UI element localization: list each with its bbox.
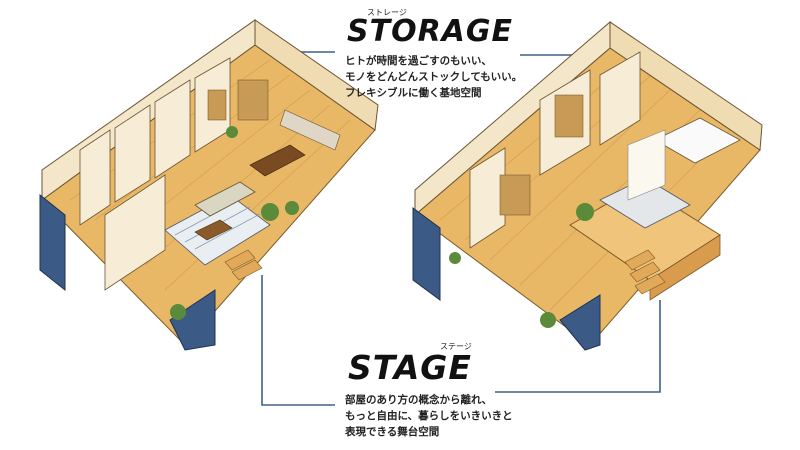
storage-dining-table <box>249 144 306 177</box>
stage-bottom-blue-wall <box>559 294 601 351</box>
stage-desc-line-2: もっと自由に、暮らしをいきいきと <box>345 410 513 422</box>
stage-heading: STAGE <box>348 348 472 387</box>
storage-description: ヒトが時間を過ごすのもいい、 モノをどんどんストックしてもいい。 フレキシブルに… <box>345 53 522 101</box>
storage-desc-line-3: フレキシブルに働く基地空間 <box>345 87 482 99</box>
storage-heading: STORAGE <box>347 14 514 49</box>
stage-ruby: ステージ <box>440 342 472 351</box>
storage-right-wall <box>254 19 379 131</box>
storage-ruby: ストレージ <box>367 8 407 17</box>
stage-front-blue-wall <box>412 207 441 301</box>
storage-sofa <box>194 181 256 217</box>
stage-curtain <box>627 129 666 201</box>
storage-coffee-table <box>194 219 233 241</box>
stage-right-wall <box>609 21 763 151</box>
stage-description: 部屋のあり方の概念から離れ、 もっと自由に、暮らしをいきいきと 表現できる舞台空… <box>345 392 513 440</box>
stage-desc-line-3: 表現できる舞台空間 <box>345 426 440 438</box>
stage-house-illustration <box>412 20 763 351</box>
stage-desc-line-1: 部屋のあり方の概念から離れ、 <box>345 394 493 406</box>
stage-bed <box>654 117 741 164</box>
stage-connector-left <box>261 275 335 406</box>
stage-connector-right <box>495 300 661 393</box>
storage-kitchen-counter <box>279 109 341 151</box>
storage-front-blue-wall <box>39 193 66 292</box>
storage-desc-line-2: モノをどんどんストックしてもいい。 <box>345 71 523 83</box>
storage-house-illustration <box>39 19 379 351</box>
storage-desc-line-1: ヒトが時間を過ごすのもいい、 <box>345 55 492 67</box>
storage-bottom-blue-wall <box>169 289 216 351</box>
